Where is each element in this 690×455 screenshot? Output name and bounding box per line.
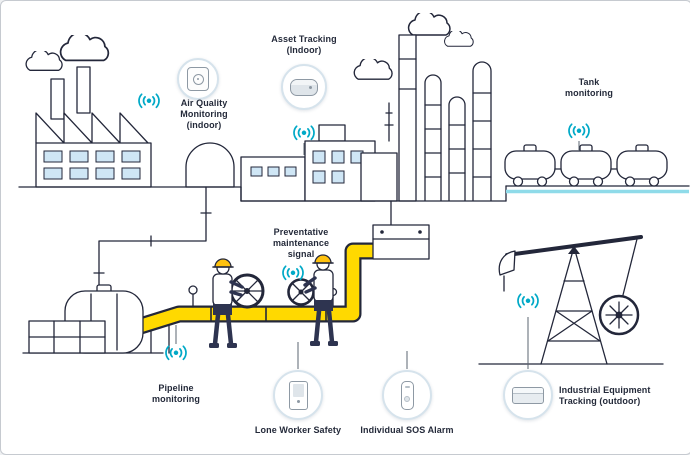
storage-tank-and-crates [28,284,144,354]
signal-icon-tank-monitoring [568,123,590,139]
signal-icon-asset-tracking [293,125,315,141]
pipeline-pipe [86,242,379,354]
process-machine-box [372,224,430,260]
tank-car [560,144,618,187]
worker-left [209,258,244,348]
equipment-tracking-callout-circle [503,370,553,420]
air-quality-label: Air Quality Monitoring (indoor) [180,98,228,130]
industrial-plant-buildings [185,34,492,202]
asset-tracker-device-icon [290,78,318,96]
worker-right [303,254,338,346]
equipment-tracking-label: Industrial Equipment Tracking (outdoor) [559,385,651,406]
tank-monitoring-label: Tank monitoring [565,77,613,98]
preventative-maintenance-label: Preventative maintenance signal [272,227,330,259]
sos-alarm-device-icon [400,380,414,410]
signal-icon-air-quality [138,93,160,109]
sos-alarm-label: Individual SOS Alarm [360,425,454,435]
factory-building [35,66,152,188]
lone-worker-callout-circle [273,370,323,420]
pressure-gauge [188,285,198,308]
equipment-tracker-device-icon [512,386,544,404]
valve-wheel-small [287,278,315,308]
air-quality-monitor-device-icon [187,67,209,91]
callout-connectors [175,141,580,369]
asset-tracking-callout-circle [281,64,327,110]
lone-worker-label: Lone Worker Safety [254,425,342,435]
pipeline-monitoring-label: Pipeline monitoring [152,383,200,404]
pipes-network [93,186,392,302]
asset-tracking-label: Asset Tracking (Indoor) [271,34,337,55]
signal-icon-equipment-tracking [517,293,539,309]
oil-pump-jack [498,235,643,365]
tank-car [504,144,562,187]
sos-alarm-callout-circle [382,370,432,420]
signal-icon-preventative-maintenance [282,265,304,281]
train-tank-cars [504,144,668,187]
tank-car [616,144,668,187]
air-quality-callout-circle [177,58,219,100]
valve-wheel-large [229,273,265,309]
lone-worker-badge-device-icon [288,380,308,410]
